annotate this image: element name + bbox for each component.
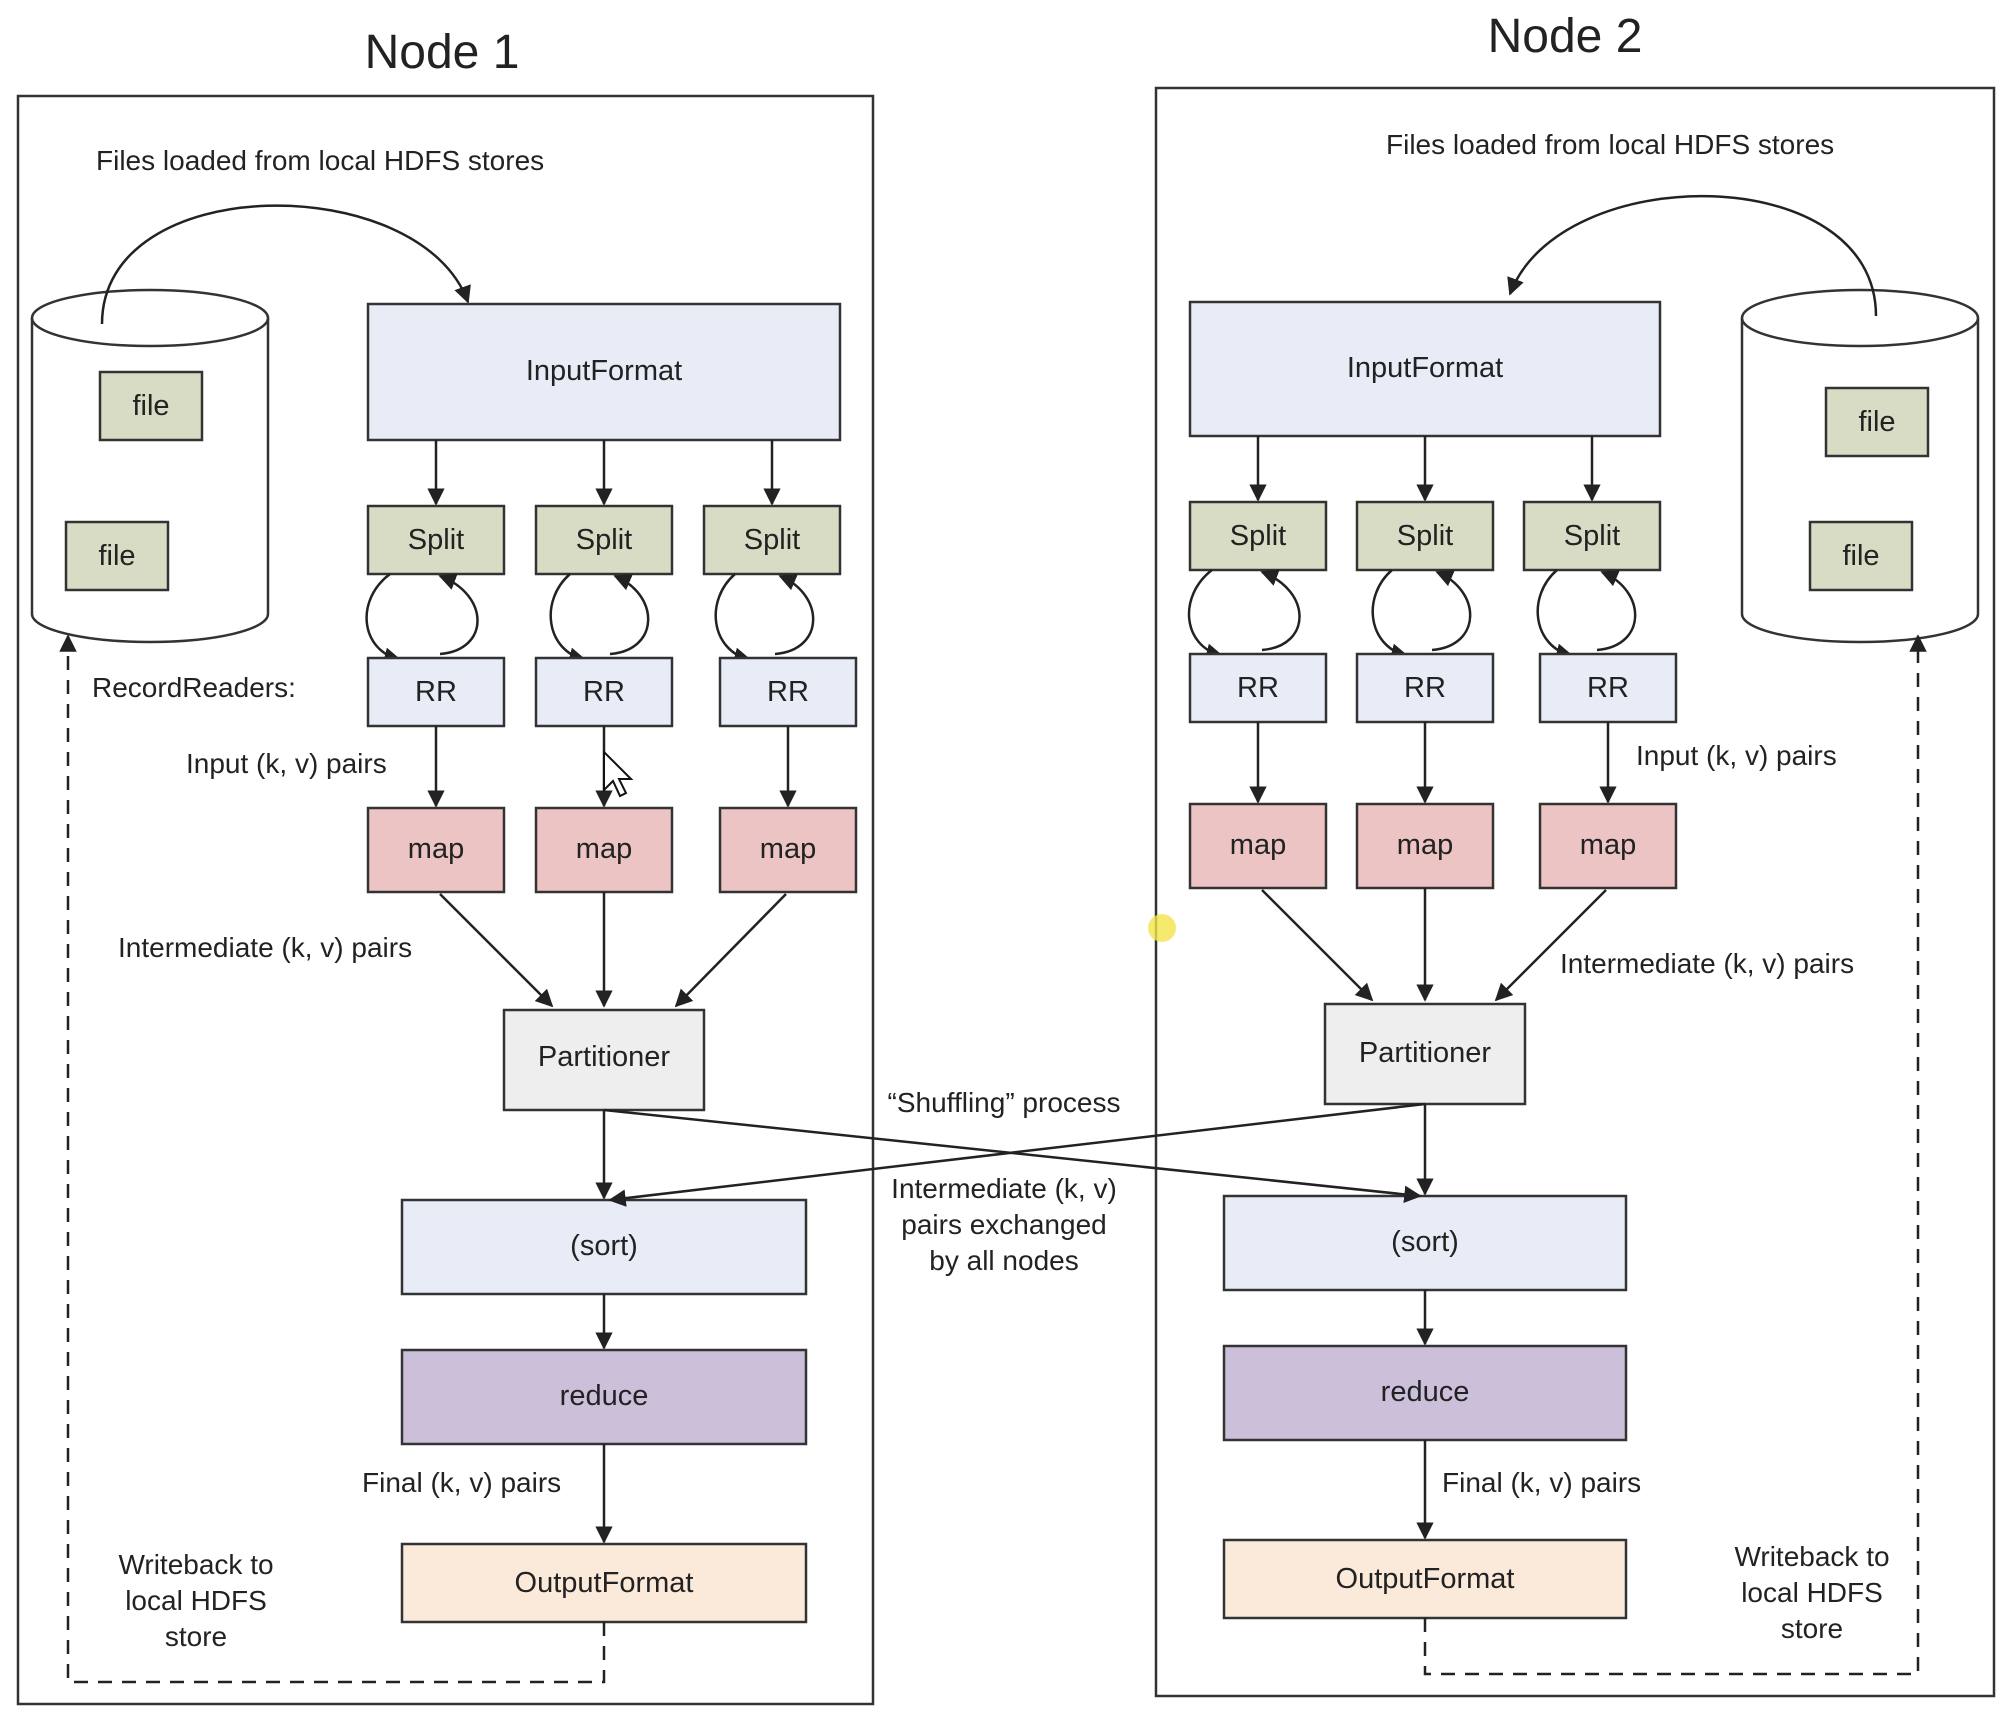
node2-file-2 — [1808, 520, 1914, 592]
node2-rr-2-label: RR — [1404, 672, 1446, 704]
node1-map1-to-part — [439, 893, 554, 1008]
node2-output-format-label: OutputFormat — [1336, 1563, 1515, 1595]
node1-map-1-label: map — [408, 833, 464, 865]
node1-writeback-line-2: local HDFS — [125, 1585, 267, 1616]
node1-input-format-label: InputFormat — [526, 355, 682, 387]
shuffle-desc-line-2: pairs exchanged — [901, 1209, 1106, 1240]
node1-map-2 — [534, 806, 674, 894]
node1-rr-2-label: RR — [583, 676, 625, 708]
node1-final-pairs-label: Final (k, v) pairs — [362, 1467, 561, 1498]
node2-split-1-label: Split — [1230, 520, 1286, 552]
node1-output-format-label: OutputFormat — [515, 1567, 694, 1599]
node2-intermediate-label: Intermediate (k, v) pairs — [1560, 948, 1854, 979]
node1-reduce — [400, 1348, 808, 1446]
node1-map-3-label: map — [760, 833, 816, 865]
node1-split-1 — [366, 504, 506, 576]
node2-reduce — [1222, 1344, 1628, 1442]
node1-map-2-label: map — [576, 833, 632, 865]
node2-map1-to-part — [1261, 889, 1374, 1002]
node2-input-format-label: InputFormat — [1347, 352, 1503, 384]
node1-partitioner-label: Partitioner — [538, 1041, 671, 1073]
shuffle-desc-line-3: by all nodes — [929, 1245, 1078, 1276]
node2-final-pairs-label: Final (k, v) pairs — [1442, 1467, 1641, 1498]
node2-rr-3-label: RR — [1587, 672, 1629, 704]
node1-split-2-label: Split — [576, 524, 632, 556]
node2-writeback-arrow — [1423, 634, 1927, 1676]
node1-intermediate-label: Intermediate (k, v) pairs — [118, 932, 412, 963]
node2-sort — [1222, 1194, 1628, 1292]
node2-split-2 — [1355, 500, 1495, 572]
node2-map-2-label: map — [1397, 829, 1453, 861]
node2-map-1 — [1188, 802, 1328, 890]
node1-sort — [400, 1198, 808, 1296]
node1-file-2 — [64, 520, 170, 592]
node2-files-caption: Files loaded from local HDFS stores — [1386, 129, 1834, 160]
node1-map3-to-part — [674, 893, 787, 1008]
node2-frame — [1154, 86, 1996, 1698]
node1-writeback-arrow — [59, 634, 606, 1684]
node2-split-3-label: Split — [1564, 520, 1620, 552]
node2-rr-1 — [1188, 652, 1328, 724]
node2-map-3 — [1538, 802, 1678, 890]
node2-writeback-line-1: Writeback to — [1734, 1541, 1889, 1572]
node2-read-loops — [1187, 569, 1637, 661]
node1-rr-2 — [534, 656, 674, 728]
node2-input-pairs-label: Input (k, v) pairs — [1636, 740, 1837, 771]
node1-read-loops — [365, 572, 815, 665]
node1-rr-3 — [718, 656, 858, 728]
node1-output-format — [400, 1542, 808, 1624]
mouse-cursor-icon — [603, 749, 634, 798]
node1-writeback-line-1: Writeback to — [118, 1549, 273, 1580]
node2-writeback-line-3: store — [1781, 1613, 1843, 1644]
node2-title: Node 2 — [1488, 10, 1643, 63]
node2-split-2-label: Split — [1397, 520, 1453, 552]
node2-hdfs-store: file file — [1740, 288, 1980, 644]
node2-rr-1-label: RR — [1237, 672, 1279, 704]
node1-hdfs-store: file file — [30, 288, 270, 644]
node1-frame — [16, 94, 875, 1706]
node1-split-1-label: Split — [408, 524, 464, 556]
node1-file-2-label: file — [98, 540, 135, 572]
node1-rr-1-label: RR — [415, 676, 457, 708]
node2-rr-2 — [1355, 652, 1495, 724]
node2-input-format — [1188, 300, 1662, 438]
node1-record-readers-label: RecordReaders: — [92, 672, 296, 703]
node1-writeback-line-3: store — [165, 1621, 227, 1652]
node2-partitioner-label: Partitioner — [1359, 1037, 1492, 1069]
node2-load-arrow — [1507, 194, 1878, 317]
pointer-highlight-icon — [1148, 914, 1176, 942]
shuffle-desc-line-1: Intermediate (k, v) — [891, 1173, 1117, 1204]
node2-reduce-label: reduce — [1381, 1376, 1470, 1408]
node2-split-1 — [1188, 500, 1328, 572]
node1-split-2 — [534, 504, 674, 576]
node2-file-2-label: file — [1842, 540, 1879, 572]
shuffle-title: “Shuffling” process — [888, 1087, 1121, 1118]
node1-input-pairs-label: Input (k, v) pairs — [186, 748, 387, 779]
node1-map-1 — [366, 806, 506, 894]
node2-writeback-line-2: local HDFS — [1741, 1577, 1883, 1608]
node1-file-1 — [98, 370, 204, 442]
node1-file-1-label: file — [132, 390, 169, 422]
node2-map-3-label: map — [1580, 829, 1636, 861]
node1-sort-label: (sort) — [570, 1230, 638, 1262]
node2-file-1-label: file — [1858, 406, 1895, 438]
node1-files-caption: Files loaded from local HDFS stores — [96, 145, 544, 176]
node2-split-3 — [1522, 500, 1662, 572]
node1-split-3-label: Split — [744, 524, 800, 556]
node1-map-3 — [718, 806, 858, 894]
node2-rr-3 — [1538, 652, 1678, 724]
node2-sort-label: (sort) — [1391, 1226, 1459, 1258]
node1-split-3 — [702, 504, 842, 576]
node2-map-1-label: map — [1230, 829, 1286, 861]
node1-rr-3-label: RR — [767, 676, 809, 708]
shuffle-arrow-node2-to-node1 — [608, 1102, 1426, 1207]
node1-reduce-label: reduce — [560, 1380, 649, 1412]
node2-file-1 — [1824, 386, 1930, 458]
node2-map3-to-part — [1494, 889, 1607, 1002]
node1-load-arrow — [100, 204, 471, 325]
node1-title: Node 1 — [365, 26, 520, 79]
node1-partitioner — [502, 1008, 706, 1112]
